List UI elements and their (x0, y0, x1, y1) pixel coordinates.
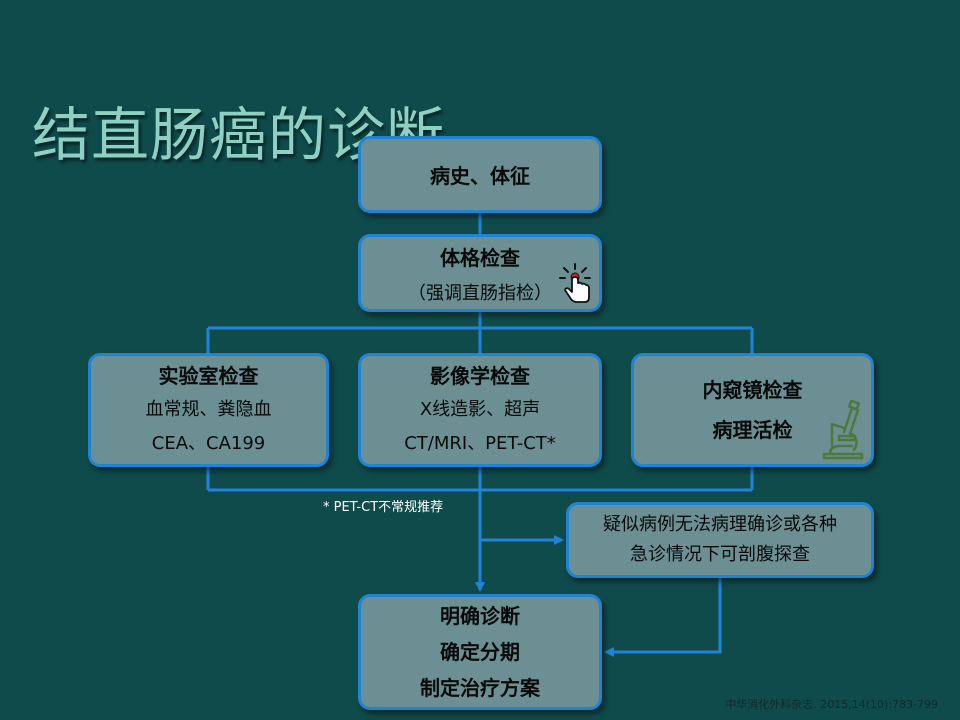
result-line1: 明确诊断 (440, 604, 520, 628)
microscope-icon (822, 400, 864, 460)
imaging-exam-label: 影像学检查 (430, 364, 530, 388)
lab-exam-line1: 血常规、粪隐血 (145, 399, 272, 420)
lab-exam-line2: CEA、CA199 (151, 433, 266, 454)
lab-exam-box: 实验室检查 血常规、粪隐血 CEA、CA199 (88, 353, 329, 467)
imaging-exam-line1: X线造影、超声 (419, 399, 541, 420)
endoscopy-line2: 病理活检 (712, 418, 793, 442)
imaging-exam-line2: CT/MRI、PET-CT* (404, 433, 556, 454)
imaging-exam-box: 影像学检查 X线造影、超声 CT/MRI、PET-CT* (358, 353, 602, 467)
history-label: 病史、体征 (430, 164, 530, 188)
exploratory-surgery-line1: 疑似病例无法病理确诊或各种 (603, 514, 837, 535)
result-line2: 确定分期 (440, 640, 520, 664)
diagnosis-result-box: 明确诊断 确定分期 制定治疗方案 (358, 594, 602, 710)
physical-exam-label: 体格检查 (440, 245, 520, 270)
endoscopy-line1: 内窥镜检查 (702, 378, 803, 402)
exploratory-surgery-line2: 急诊情况下可剖腹探查 (630, 544, 810, 565)
physical-exam-box: 体格检查 （强调直肠指检） (358, 234, 602, 312)
result-line3: 制定治疗方案 (420, 676, 540, 700)
connector-surgery-to-result (604, 578, 722, 657)
citation: 中华消化外科杂志. 2015,14(10):783-799 (725, 698, 938, 711)
lab-exam-label: 实验室检查 (158, 364, 259, 388)
pointing-hand-icon (559, 263, 591, 303)
physical-exam-sub: （强调直肠指检） (408, 282, 552, 304)
exploratory-surgery-box: 疑似病例无法病理确诊或各种 急诊情况下可剖腹探查 (566, 502, 874, 578)
history-box: 病史、体征 (358, 136, 602, 213)
pet-ct-footnote: * PET-CT不常规推荐 (323, 500, 444, 515)
